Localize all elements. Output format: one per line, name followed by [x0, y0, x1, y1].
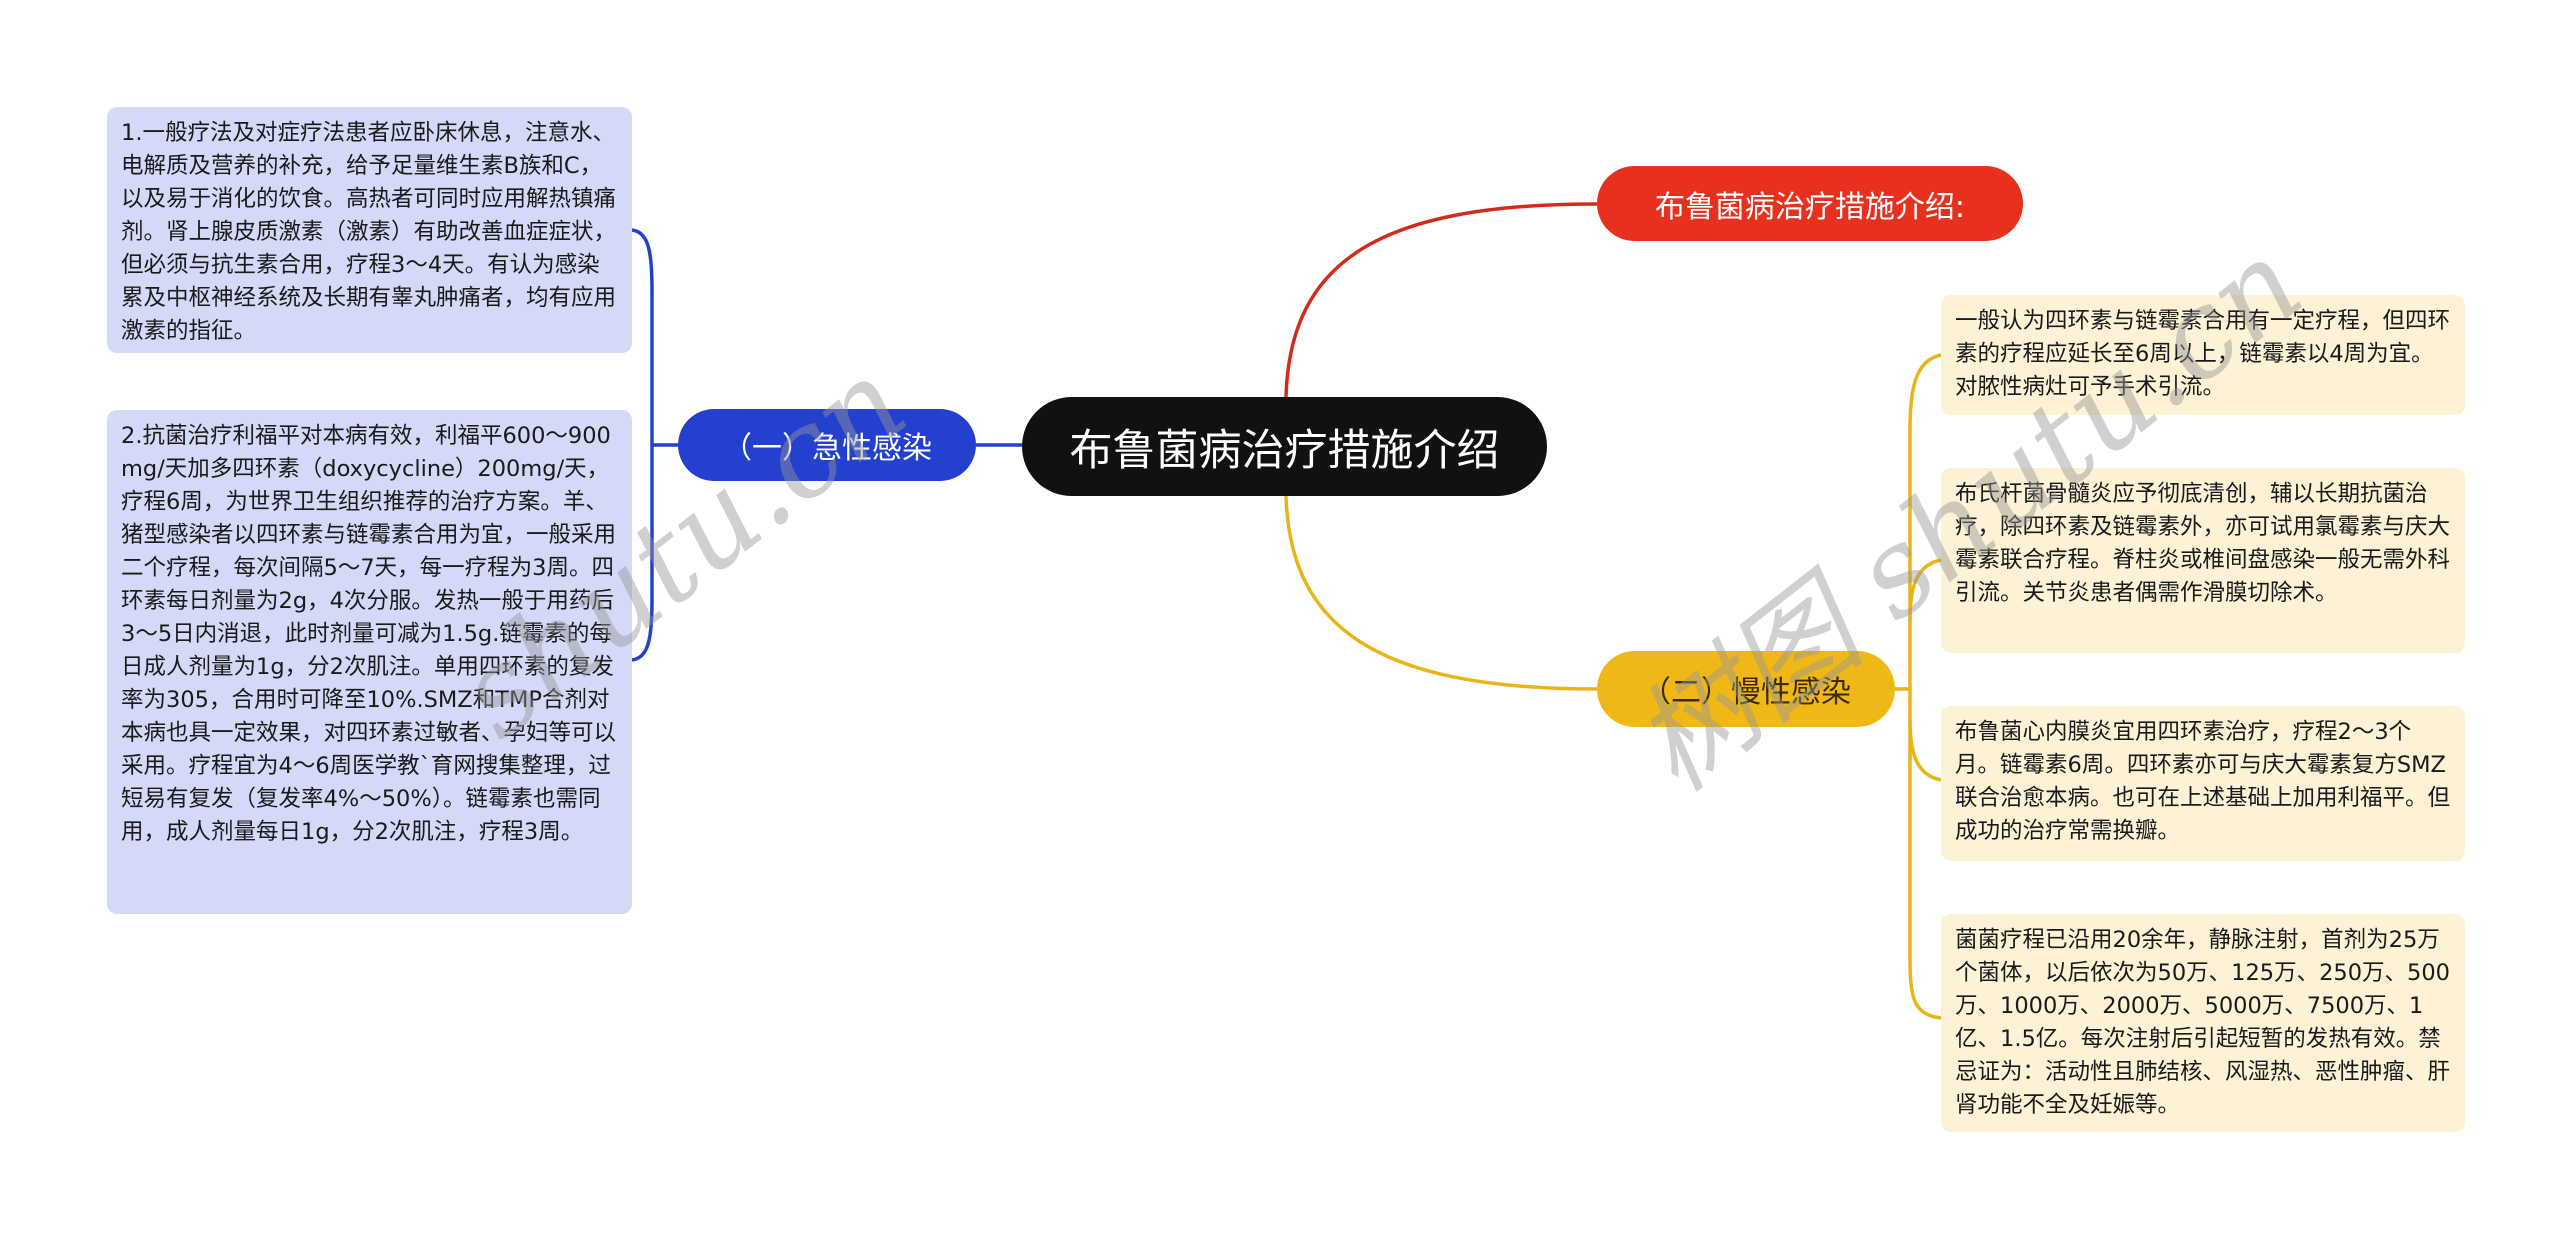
- acute-item-1[interactable]: 1.一般疗法及对症疗法患者应卧床休息，注意水、电解质及营养的补充，给予足量维生素…: [107, 107, 632, 353]
- branch-acute-label: （一）急性感染: [722, 431, 932, 466]
- branch-chronic-label: （二）慢性感染: [1641, 675, 1851, 710]
- acute-item-2[interactable]: 2.抗菌治疗利福平对本病有效，利福平600～900mg/天加多四环素（doxyc…: [107, 410, 632, 914]
- root-node[interactable]: 布鲁菌病治疗措施介绍: [1022, 397, 1547, 496]
- acute-item-1-text: 1.一般疗法及对症疗法患者应卧床休息，注意水、电解质及营养的补充，给予足量维生素…: [121, 120, 617, 344]
- chronic-item-3[interactable]: 布鲁菌心内膜炎宜用四环素治疗，疗程2～3个月。链霉素6周。四环素亦可与庆大霉素复…: [1941, 706, 2465, 861]
- branch-acute-infection[interactable]: （一）急性感染: [678, 409, 976, 481]
- branch-chronic-infection[interactable]: （二）慢性感染: [1597, 651, 1895, 727]
- chronic-item-2-text: 布氏杆菌骨髓炎应予彻底清创，辅以长期抗菌治疗，除四环素及链霉素外，亦可试用氯霉素…: [1955, 481, 2451, 606]
- branch-intro[interactable]: 布鲁菌病治疗措施介绍:: [1597, 166, 2023, 241]
- chronic-item-1-text: 一般认为四环素与链霉素合用有一定疗程，但四环素的疗程应延长至6周以上，链霉素以4…: [1955, 308, 2451, 400]
- chronic-item-4-text: 菌菌疗程已沿用20余年，静脉注射，首剂为25万个菌体，以后依次为50万、125万…: [1955, 927, 2451, 1118]
- root-label: 布鲁菌病治疗措施介绍: [1069, 425, 1500, 476]
- chronic-item-1[interactable]: 一般认为四环素与链霉素合用有一定疗程，但四环素的疗程应延长至6周以上，链霉素以4…: [1941, 295, 2465, 415]
- chronic-item-4[interactable]: 菌菌疗程已沿用20余年，静脉注射，首剂为25万个菌体，以后依次为50万、125万…: [1941, 914, 2465, 1132]
- chronic-item-3-text: 布鲁菌心内膜炎宜用四环素治疗，疗程2～3个月。链霉素6周。四环素亦可与庆大霉素复…: [1955, 719, 2451, 844]
- chronic-item-2[interactable]: 布氏杆菌骨髓炎应予彻底清创，辅以长期抗菌治疗，除四环素及链霉素外，亦可试用氯霉素…: [1941, 468, 2465, 653]
- acute-item-2-text: 2.抗菌治疗利福平对本病有效，利福平600～900mg/天加多四环素（doxyc…: [121, 423, 617, 845]
- branch-intro-label: 布鲁菌病治疗措施介绍:: [1654, 189, 1966, 225]
